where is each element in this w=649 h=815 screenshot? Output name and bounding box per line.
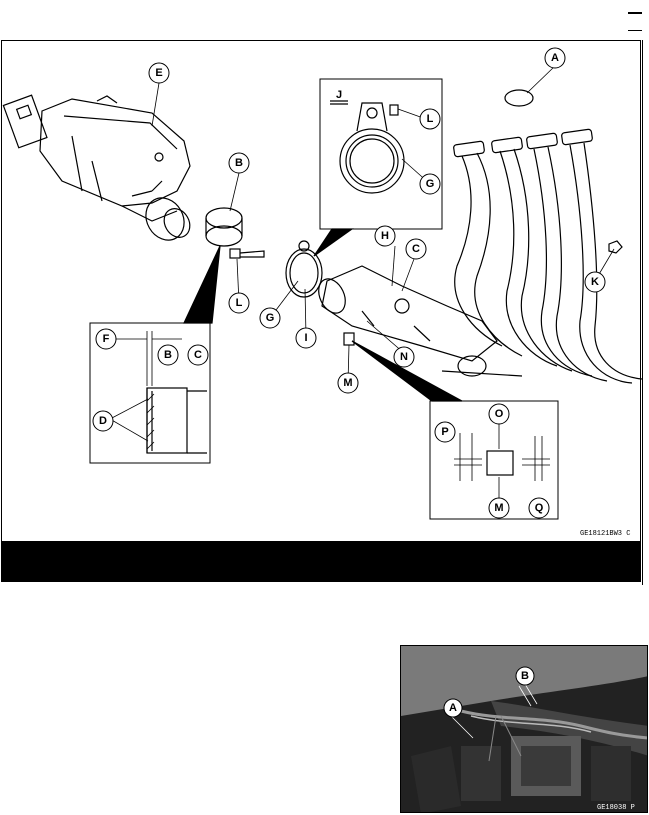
label-B-detail: B (157, 344, 179, 366)
exhaust-gasket (504, 89, 534, 107)
svg-text:E: E (155, 67, 162, 79)
detail-gasket-view (89, 322, 211, 464)
muffler (2, 94, 191, 241)
svg-text:G: G (426, 178, 435, 190)
svg-text:B: B (235, 157, 243, 169)
header-pipes (441, 128, 642, 384)
svg-text:B: B (521, 670, 529, 682)
svg-text:Q: Q (535, 502, 544, 514)
label-G-detail: G (419, 173, 441, 195)
label-C: C (405, 238, 427, 260)
svg-text:G: G (266, 312, 275, 324)
label-K: K (584, 271, 606, 293)
label-E: E (148, 62, 170, 84)
svg-text:F: F (103, 333, 110, 345)
svg-text:M: M (343, 377, 352, 389)
detail-clamp-view (319, 78, 443, 230)
callout-wedge (313, 228, 354, 257)
engine-photo: B A GE18038 P (400, 645, 648, 813)
svg-text:K: K (591, 276, 599, 288)
label-N: N (393, 346, 415, 368)
figure-code: GE18121BW3 C (580, 530, 630, 538)
label-C-detail: C (187, 344, 209, 366)
label-H: H (374, 225, 396, 247)
gasket (205, 207, 243, 247)
label-B: B (228, 152, 250, 174)
label-O: O (488, 403, 510, 425)
svg-text:P: P (441, 426, 448, 438)
svg-text:B: B (164, 349, 172, 361)
nut (608, 240, 623, 254)
label-J: J (336, 89, 342, 101)
label-F: F (95, 328, 117, 350)
clamp-bolt (229, 248, 265, 259)
page-corner-mark (628, 30, 642, 31)
callout-wedge (351, 340, 463, 402)
page-corner-mark (628, 12, 642, 14)
label-M: M (337, 372, 359, 394)
page-right-rule (642, 40, 643, 585)
detail-spacer-view (429, 400, 559, 520)
svg-text:C: C (412, 243, 420, 255)
svg-text:L: L (427, 113, 434, 125)
svg-text:M: M (494, 502, 503, 514)
label-A: A (544, 47, 566, 69)
svg-text:J: J (336, 89, 342, 101)
label-M-detail: M (488, 497, 510, 519)
photo-label-B: B (515, 666, 535, 686)
label-P: P (434, 421, 456, 443)
engine-photo-image: B A GE18038 P (401, 646, 647, 812)
svg-text:N: N (400, 351, 408, 363)
clamp (285, 240, 323, 298)
svg-text:D: D (99, 415, 107, 427)
label-Q: Q (528, 497, 550, 519)
photo-code: GE18038 P (597, 804, 635, 812)
label-G: G (259, 307, 281, 329)
exhaust-diagram: E B A H C K L G I N M J L G F B C D O P … (1, 40, 642, 582)
clamp-spacer (343, 332, 355, 346)
caption-bar (2, 541, 640, 581)
exhaust-exploded-view: E B A H C K L G I N M J L G F B C D O P … (2, 47, 642, 538)
svg-text:A: A (551, 52, 559, 64)
svg-text:I: I (304, 332, 307, 344)
svg-text:H: H (381, 230, 389, 242)
callout-wedge (183, 245, 221, 324)
part-labels: E B A H C K L G I N M J L G F B C D O P … (92, 47, 606, 519)
svg-text:L: L (236, 297, 243, 309)
label-I: I (295, 327, 317, 349)
svg-text:C: C (194, 349, 202, 361)
label-L: L (228, 292, 250, 314)
label-L-detail: L (419, 108, 441, 130)
label-D: D (92, 410, 114, 432)
photo-label-A: A (443, 698, 463, 718)
exhaust-pipe-connector (318, 265, 498, 362)
svg-text:O: O (495, 408, 504, 420)
svg-text:A: A (449, 702, 457, 714)
